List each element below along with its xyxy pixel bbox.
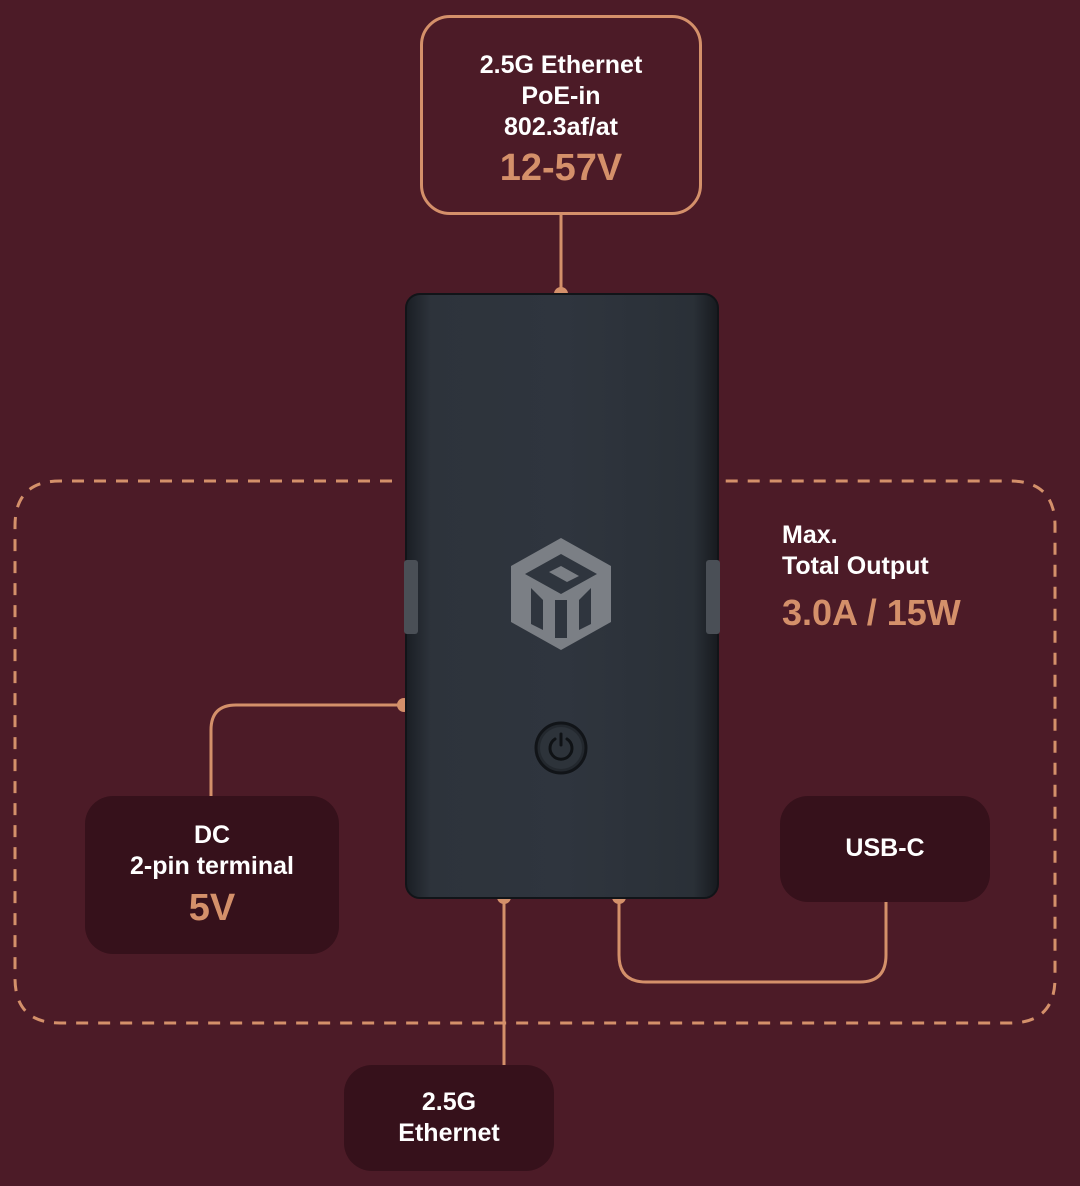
poe-in-voltage: 12-57V: [499, 147, 623, 189]
dc-terminal-line-1: DC: [193, 821, 231, 849]
power-button-icon[interactable]: [534, 721, 588, 775]
poe-in-line-3: 802.3af/at: [504, 113, 618, 141]
dc-terminal-line-2: 2-pin terminal: [130, 852, 294, 880]
ethernet-out-box: 2.5G Ethernet: [344, 1065, 554, 1171]
usb-c-box: USB-C: [780, 796, 990, 902]
mikrotik-cube-logo-icon: [511, 538, 611, 650]
poe-in-line-1: 2.5G Ethernet: [479, 51, 643, 79]
poe-in-line-2: PoE-in: [521, 82, 601, 110]
output-group-outline: [13, 479, 1057, 1025]
output-value: 3.0A / 15W: [782, 592, 961, 633]
usb-c-label: USB-C: [845, 834, 925, 862]
output-title-line-1: Max.: [782, 521, 838, 549]
ethernet-out-line-2: Ethernet: [398, 1119, 500, 1147]
output-title-line-2: Total Output: [782, 552, 929, 580]
dc-terminal-voltage: 5V: [188, 887, 236, 929]
ethernet-out-line-1: 2.5G: [421, 1088, 477, 1116]
device-body: [404, 293, 720, 899]
dc-terminal-box: DC 2-pin terminal 5V: [85, 796, 339, 954]
dc-connector-line: [209, 703, 404, 798]
poe-in-box: 2.5G Ethernet PoE-in 802.3af/at 12-57V: [420, 15, 702, 215]
usbc-connector-line: [617, 897, 888, 984]
